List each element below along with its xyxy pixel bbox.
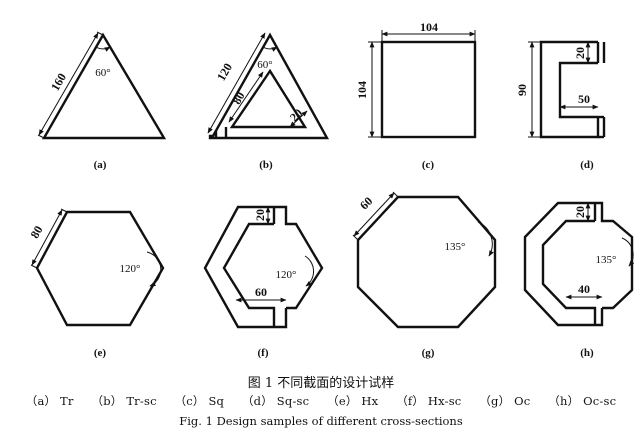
octagon-outline (356, 195, 497, 329)
outer-octagon-path (523, 201, 595, 327)
panel-a-triangle: 160 60° (a) (37, 31, 167, 171)
outer-hexagon-path (203, 205, 274, 329)
figure-caption-abbreviations: （a） Tr （b） Tr-sc （c） Sq （d） Sq-sc （e） Hx… (0, 393, 642, 409)
square-outline (380, 40, 477, 139)
panel-label: (d) (580, 159, 594, 171)
hexagon-outline (35, 210, 165, 327)
angle-label: 135° (596, 254, 617, 266)
panel-d-square-slit: 90 20 50 (d) (515, 40, 606, 171)
angle-label: 135° (445, 241, 466, 253)
angle-label: 120° (276, 269, 297, 281)
panel-label: (a) (94, 159, 107, 171)
panel-c-square: 104 104 (c) (355, 20, 477, 171)
dim-inner: 50 (578, 92, 590, 106)
dim-height: 90 (515, 84, 529, 96)
figure-caption-chinese: 图 1 不同截面的设计试样 (247, 376, 395, 391)
dim-wall: 20 (573, 206, 587, 218)
dim-wall: 20 (253, 209, 267, 221)
abbr-hx-sc: （f） Hx-sc (396, 394, 462, 408)
panel-label: (b) (259, 159, 273, 171)
abbr-tr: （a） Tr (25, 394, 74, 408)
panel-g-octagon: 60 135° (g) (352, 191, 497, 359)
panel-label: (e) (94, 347, 107, 359)
dim-line-outer (207, 32, 266, 134)
abbr-oc: （g） Oc (479, 394, 531, 408)
angle-label: 120° (120, 263, 141, 275)
angle-label: 60° (257, 59, 272, 71)
abbr-hx: （e） Hx (327, 394, 379, 408)
angle-arc (95, 46, 111, 52)
abbr-tr-sc: （b） Tr-sc (91, 394, 157, 408)
abbr-sq-sc: （d） Sq-sc (241, 394, 310, 408)
angle-arc (146, 251, 162, 287)
outer-triangle (208, 32, 330, 140)
dim-line-side (38, 32, 99, 136)
dim-wall: 20 (573, 47, 587, 59)
angle-label: 60° (95, 67, 110, 79)
dim-line-side (353, 192, 395, 237)
dim-side: 80 (27, 223, 45, 240)
angle-arc (621, 237, 635, 267)
dim-line-wall (289, 110, 308, 128)
panel-h-octagon-slit: 20 40 135° (h) (523, 201, 635, 359)
angle-arc (477, 221, 494, 257)
dim-width: 104 (420, 20, 438, 34)
panel-label: (h) (580, 347, 594, 359)
abbr-oc-sc: （h） Oc-sc (548, 394, 617, 408)
dim-side-length: 160 (48, 71, 69, 94)
dim-inner: 60 (255, 285, 267, 299)
outer-square-path (539, 40, 600, 139)
panel-label: (g) (422, 347, 435, 359)
abbr-sq: （c） Sq (174, 394, 225, 408)
panel-e-hexagon: 80 120° (e) (27, 208, 165, 359)
figure-caption-english: Fig. 1 Design samples of different cross… (179, 414, 463, 428)
dim-inner: 40 (578, 282, 590, 296)
panel-b-triangle-slit: 120 80 20 60° (b) (207, 32, 330, 171)
panel-f-hexagon-slit: 20 60 120° (f) (203, 205, 324, 359)
dim-height: 104 (355, 81, 369, 99)
dim-line-inner (228, 71, 264, 123)
angle-arc (304, 255, 315, 287)
panel-label: (f) (258, 347, 269, 359)
panel-label: (c) (422, 159, 435, 171)
dim-line-side (31, 209, 63, 266)
dim-side: 60 (357, 194, 375, 212)
dim-outer: 120 (214, 61, 235, 84)
angle-arc (262, 46, 278, 52)
